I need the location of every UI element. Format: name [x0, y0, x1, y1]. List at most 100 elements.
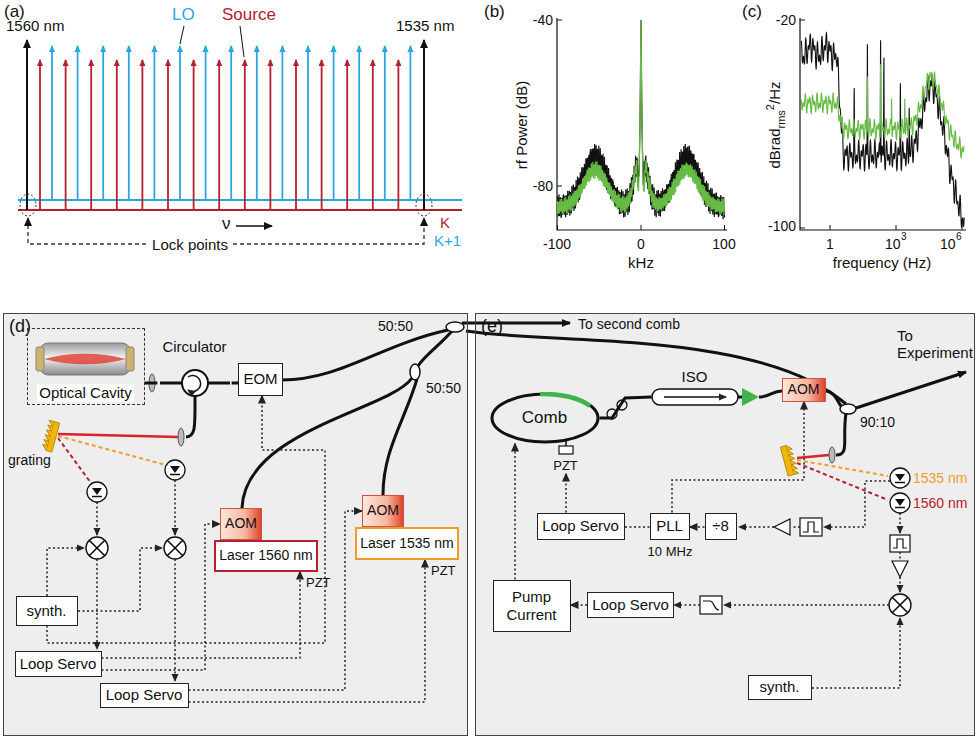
signal-line	[189, 560, 426, 703]
process-box: Loop Servo	[587, 592, 674, 618]
signal-line	[189, 511, 363, 690]
comb-spectrum	[358, 46, 360, 200]
cw-laser-lock-setup	[126, 347, 134, 371]
node-label: EOM	[243, 370, 277, 387]
signal-line	[690, 526, 705, 528]
axis-title: kHz	[628, 254, 654, 271]
comb-spectrum	[18, 26, 462, 244]
comb-spectrum	[346, 60, 348, 210]
cw-laser-lock-setup	[462, 322, 570, 325]
comb-lock-setup	[892, 561, 908, 577]
comb-spectrum	[295, 60, 297, 210]
pzt-actuator: PZT	[548, 446, 583, 474]
comb-lock-setup	[674, 604, 700, 606]
comb-lock-setup	[856, 372, 966, 408]
panel: (e)CombISOAOMPZTLoop ServoPLL÷8Pump Curr…	[475, 313, 975, 736]
cw-laser-lock-setup	[40, 343, 130, 375]
comb-spectrum	[416, 194, 432, 216]
comb-spectrum	[167, 60, 169, 210]
optical-cavity: Optical Cavity	[27, 328, 145, 405]
phase-noise-plot	[801, 33, 964, 227]
comb-spectrum	[384, 46, 386, 200]
wavelength-label: 1535 nm	[396, 17, 454, 34]
axis-symbol: ν	[222, 214, 231, 234]
node-label: Circulator	[162, 338, 226, 355]
cw-laser-lock-setup	[58, 434, 178, 437]
comb-spectrum	[256, 46, 258, 200]
comb-lock-setup	[890, 468, 910, 488]
rf-spectrum-plot	[557, 20, 725, 230]
comb-ring-outline	[492, 394, 598, 442]
comb-lock-setup	[774, 519, 790, 535]
fiber-link	[145, 382, 158, 385]
cw-laser-lock-setup	[242, 378, 412, 508]
comb-lock-setup	[890, 535, 910, 552]
comb-lock-setup	[738, 396, 742, 399]
comb-spectrum	[26, 40, 28, 210]
comb-lock-setup	[565, 441, 567, 446]
comb-lock-setup	[652, 389, 738, 405]
cw-laser-lock-setup	[41, 420, 59, 452]
node-label: synth.	[26, 602, 66, 619]
comb-lock-setup	[840, 404, 856, 414]
comb-lock-setup	[803, 522, 819, 532]
tick-label: -40	[533, 12, 553, 28]
cw-laser-lock-setup	[418, 331, 452, 366]
process-box: Loop Servo	[15, 651, 102, 677]
tick-exponent: 6	[956, 231, 962, 243]
comb-spectrum	[321, 60, 323, 210]
node-label: Laser 1560 nm	[219, 547, 312, 563]
axis-title: 2	[764, 104, 776, 110]
comb-lock-setup	[791, 526, 800, 528]
node-label: Loop Servo	[20, 655, 97, 672]
tick-label: -100	[543, 236, 571, 252]
comb-lock-setup	[826, 391, 842, 407]
node-label: AOM	[225, 515, 257, 531]
comb-spectrum	[128, 46, 130, 200]
comb-spectrum	[116, 60, 118, 210]
comb-spectrum	[18, 199, 462, 201]
cw-laser-lock-setup	[58, 438, 91, 483]
aom-box: AOM	[782, 378, 826, 402]
comb-spectrum	[179, 46, 181, 200]
cw-laser-lock-setup	[36, 347, 44, 371]
axis-title: frequency (Hz)	[833, 254, 931, 271]
phase-noise-plot	[801, 64, 964, 158]
node-label: AOM	[788, 381, 820, 397]
comb-spectrum	[77, 46, 79, 200]
output-label: To second comb	[578, 316, 680, 332]
comb-spectrum	[90, 60, 92, 210]
panel-letter: (e)	[481, 316, 503, 337]
cw-laser-lock-setup	[282, 330, 448, 380]
comb-lock-setup	[664, 396, 726, 398]
node-label: ÷8	[712, 517, 729, 534]
cw-laser-lock-setup	[96, 559, 98, 649]
signal-line	[565, 474, 567, 513]
comb-spectrum	[39, 60, 41, 210]
comb-lock-setup	[812, 618, 900, 688]
comb-spectrum	[205, 46, 207, 200]
comb-spectrum	[236, 225, 272, 227]
comb-lock-setup	[890, 493, 910, 513]
comb-spectrum	[65, 60, 67, 210]
cw-laser-lock-setup	[466, 331, 846, 404]
aom-box: AOM	[220, 508, 262, 540]
axis-title: /Hz	[767, 82, 784, 105]
comb-lock-setup	[829, 447, 835, 463]
circulator: Circulator	[157, 338, 231, 398]
comb-spectrum	[180, 26, 184, 44]
process-box: synth.	[16, 596, 78, 626]
rf-spectrum-plot	[558, 20, 725, 215]
axis-title: dBradrms2/Hz	[764, 82, 787, 169]
panel: (d)Optical CavityCirculatorEOMsynth.Loop…	[3, 313, 468, 736]
cw-laser-lock-setup	[410, 364, 420, 380]
cw-laser-lock-setup	[174, 559, 176, 681]
cw-laser-lock-setup	[182, 370, 208, 396]
comb-lock-setup	[724, 604, 889, 606]
cw-laser-lock-setup	[96, 502, 98, 535]
cw-laser-lock-setup	[446, 322, 464, 332]
signal-line	[102, 524, 221, 670]
node-label: PLL	[656, 517, 683, 534]
axis-title: rf Power (dB)	[513, 81, 530, 169]
comb-spectrum	[244, 60, 246, 210]
